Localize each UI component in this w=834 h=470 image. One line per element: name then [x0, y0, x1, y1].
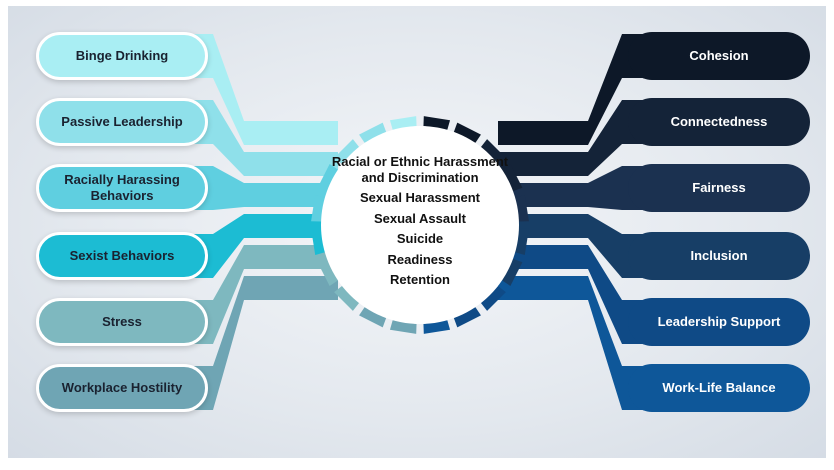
risk-factor-pill: Workplace Hostility — [36, 364, 208, 412]
protective-factor-pill: Connectedness — [628, 98, 810, 146]
outcome-item: Readiness — [387, 251, 453, 267]
protective-factor-pill: Leadership Support — [628, 298, 810, 346]
center-outcomes: Racial or Ethnic Harassment and Discrimi… — [331, 154, 509, 293]
diagram-canvas: Racial or Ethnic Harassment and Discrimi… — [8, 6, 826, 458]
risk-factor-pill: Sexist Behaviors — [36, 232, 208, 280]
ring-segment — [502, 164, 523, 192]
ring-segment — [515, 228, 529, 256]
protective-factor-pill: Inclusion — [628, 232, 810, 280]
risk-factor-pill: Stress — [36, 298, 208, 346]
outcome-item: Suicide — [396, 231, 444, 246]
connector-ribbon — [178, 276, 338, 410]
ring-segment — [502, 258, 523, 286]
ring-segment — [423, 320, 451, 334]
protective-factor-pill: Work-Life Balance — [628, 364, 810, 412]
ring-segment — [359, 307, 387, 328]
ring-segment — [480, 139, 506, 165]
connector-ribbon — [178, 214, 338, 278]
ring-segment — [453, 307, 481, 328]
ring-segment — [359, 122, 387, 143]
protective-factor-pill: Fairness — [628, 164, 810, 212]
connector-ribbon — [498, 245, 656, 344]
connector-ribbon — [498, 34, 656, 145]
connector-ribbon — [178, 100, 338, 176]
connector-ribbon — [498, 166, 656, 210]
connector-ribbon — [498, 100, 656, 176]
connector-layer — [178, 34, 656, 410]
ring-segment — [317, 258, 338, 286]
connector-ribbon — [178, 34, 338, 145]
ring-segment — [389, 320, 417, 334]
outcome-item: Retention — [390, 272, 450, 287]
outcome-item: Sexual Assault — [373, 210, 466, 226]
risk-factor-pill: Racially Harassing Behaviors — [36, 164, 208, 212]
ring-segment — [334, 139, 360, 165]
connector-ribbon — [498, 276, 656, 410]
ring-segment — [453, 122, 481, 143]
risk-factor-pill: Passive Leadership — [36, 98, 208, 146]
ring-segment — [515, 194, 529, 222]
connector-ribbon — [178, 166, 338, 210]
connector-ribbon — [178, 245, 338, 344]
risk-factor-pill: Binge Drinking — [36, 32, 208, 80]
connector-ribbon — [498, 214, 656, 278]
center-circle — [321, 126, 519, 324]
outcome-item: Sexual Harassment — [360, 190, 480, 205]
ring-segment — [317, 164, 338, 192]
protective-factor-pill: Cohesion — [628, 32, 810, 80]
ring-segment — [334, 285, 360, 311]
ring-segment — [480, 285, 506, 311]
outcome-item: Racial or Ethnic Harassment and Discrimi… — [331, 154, 509, 185]
